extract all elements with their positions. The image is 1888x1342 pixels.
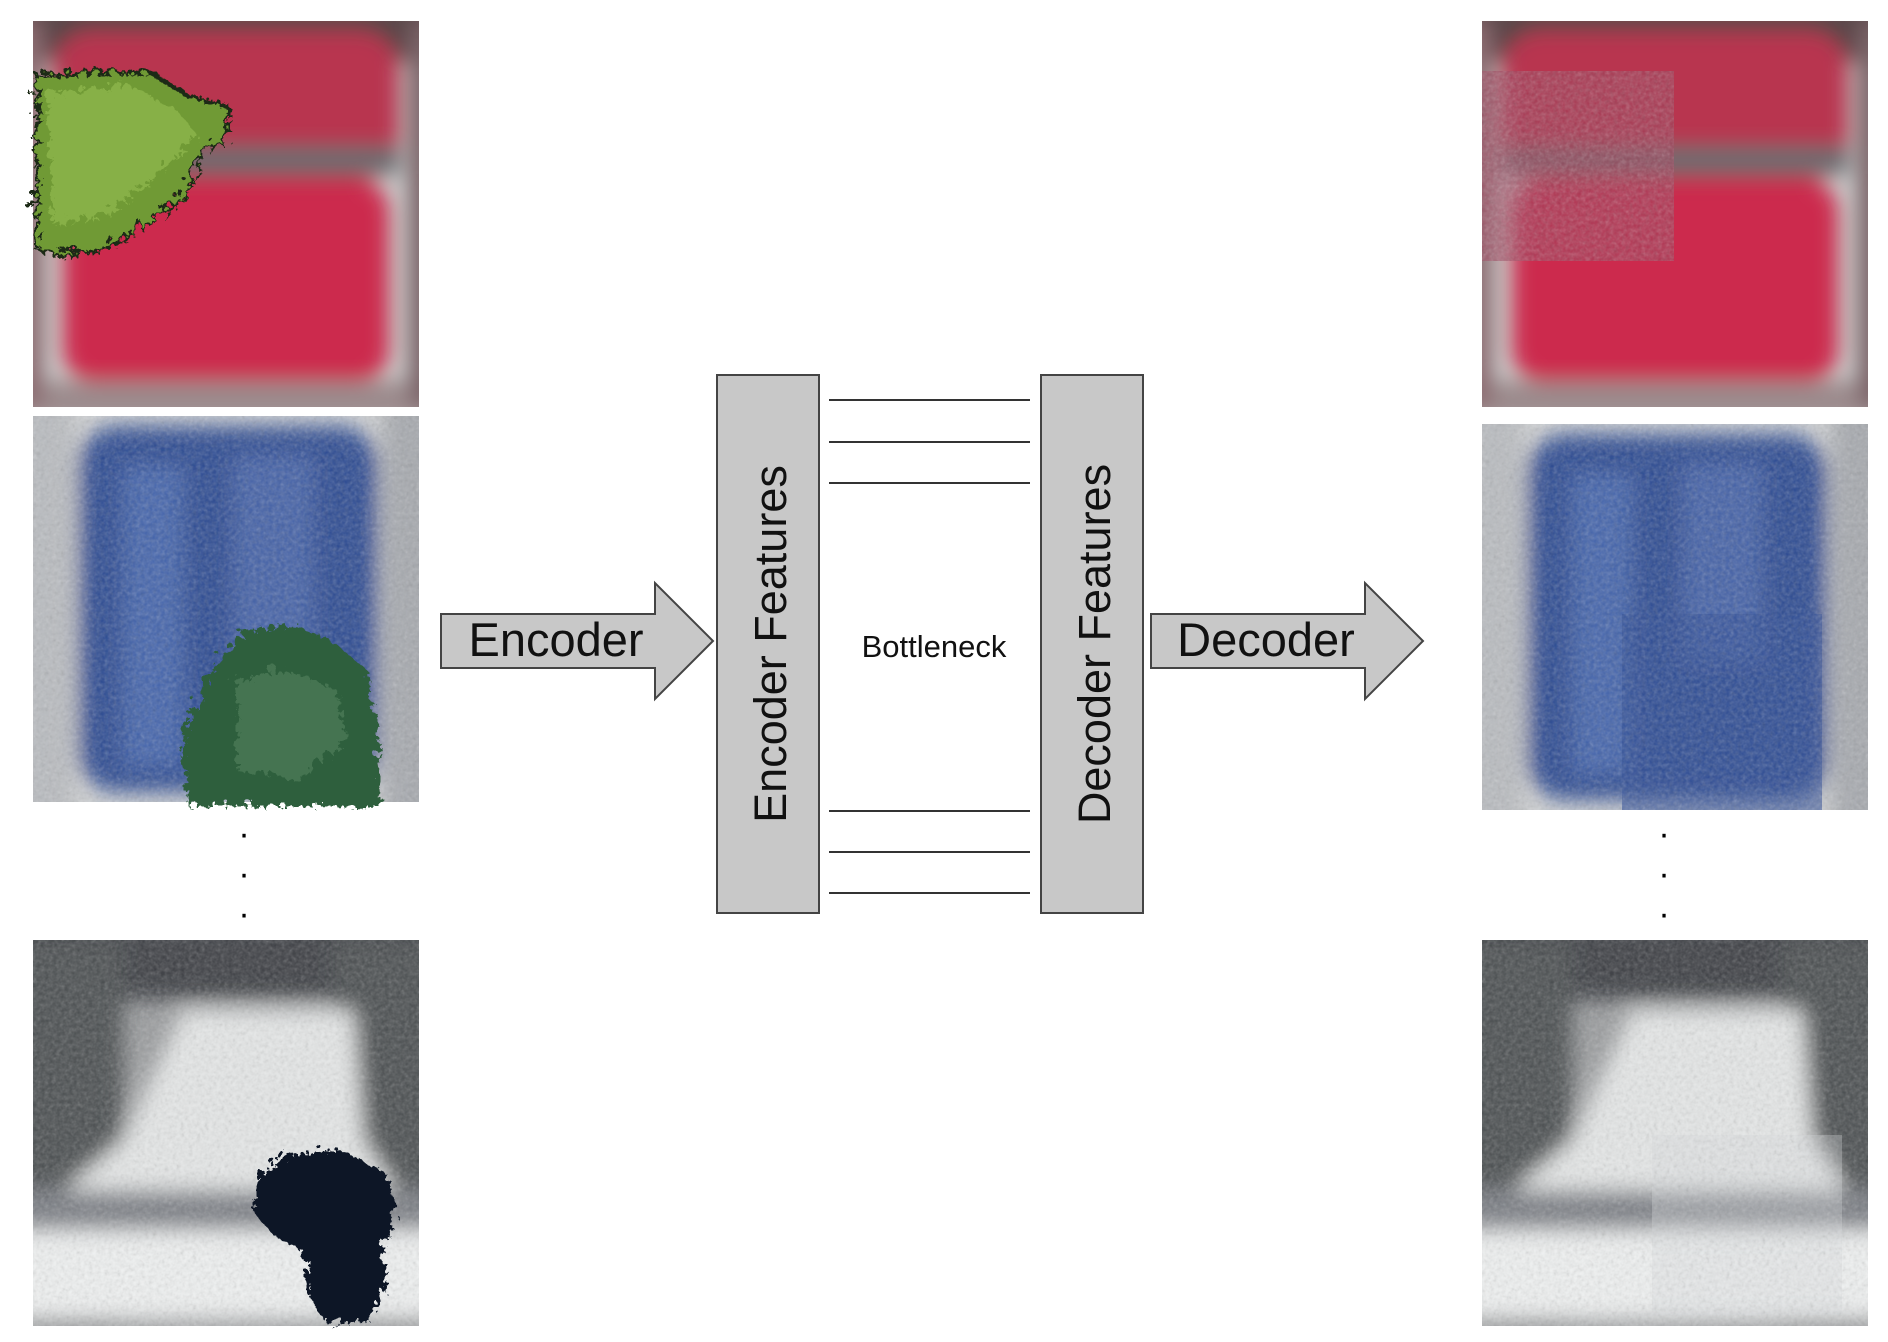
input-image-grey [33,940,419,1326]
svg-text:·: · [1658,815,1669,853]
output-image-grey [1482,940,1868,1326]
output-ellipsis: · · · [1658,815,1669,933]
decoder-arrow: Decoder [1150,580,1425,702]
output-image-red [1482,21,1868,407]
bottleneck-label: Bottleneck [862,629,1007,664]
svg-text:·: · [1658,855,1669,893]
input-image-blue [33,416,419,802]
svg-text:·: · [238,815,249,853]
occluding-patch-dark [248,1145,393,1320]
encoder-features-label: Encoder Features [745,465,796,823]
output-image-blue [1482,424,1868,810]
encoder-features-block: Encoder Features [716,374,820,914]
decoder-features-label: Decoder Features [1069,464,1120,824]
skip-connections [829,399,1030,894]
svg-text:·: · [238,855,249,893]
inpainted-region [1482,71,1674,261]
encoder-label: Encoder [468,613,643,666]
decoder-label: Decoder [1177,613,1355,666]
svg-text:·: · [238,895,249,933]
decoder-features-block: Decoder Features [1040,374,1144,914]
input-image-red [31,21,419,407]
input-ellipsis: · · · [238,815,249,933]
occluding-patch-green [31,63,225,254]
occluding-patch-dark-green [178,621,378,802]
encoder-arrow: Encoder [440,580,715,702]
svg-text:·: · [1658,895,1669,933]
